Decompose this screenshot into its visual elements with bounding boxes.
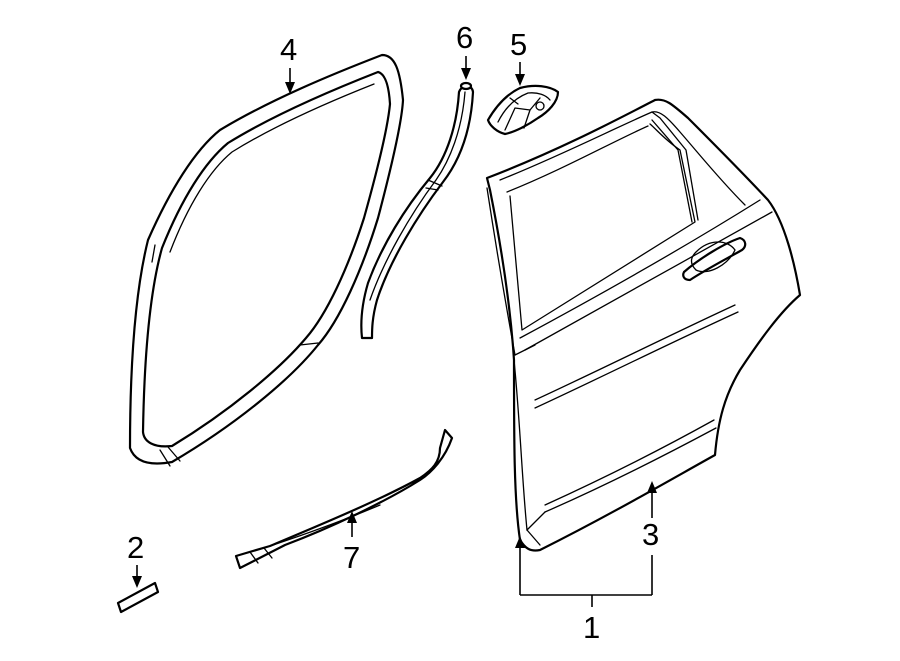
callout-1: 1 (583, 610, 600, 645)
tape-pad-part-2 (116, 581, 160, 614)
callout-2: 2 (127, 530, 144, 565)
callout-5: 5 (510, 27, 527, 62)
leader-lines (132, 56, 657, 607)
callout-6: 6 (456, 20, 473, 55)
door-shell-part-3 (485, 98, 802, 552)
callout-7: 7 (343, 540, 360, 575)
weatherstrip-part-4 (128, 53, 405, 467)
callout-labels: 4 6 5 2 7 3 1 (127, 20, 659, 645)
bracket-part-5 (486, 84, 560, 136)
callout-4: 4 (280, 32, 297, 67)
callout-3: 3 (642, 517, 659, 552)
channel-strip-part-6 (360, 81, 475, 340)
